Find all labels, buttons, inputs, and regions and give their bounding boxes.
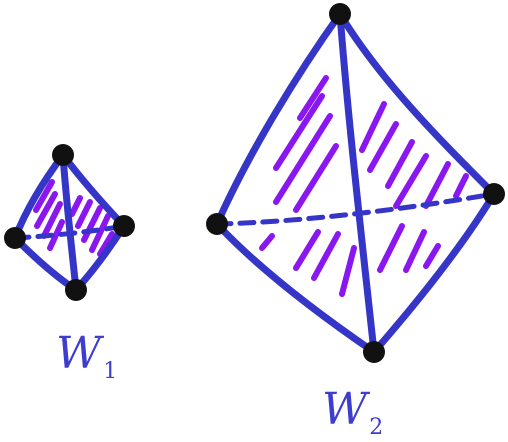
edge-back-hidden <box>12 223 127 241</box>
hatch-stroke <box>311 231 341 281</box>
vertex-left <box>4 227 26 249</box>
hatch-stroke <box>403 229 427 273</box>
hatch-stroke <box>34 191 58 229</box>
hatch-stroke <box>423 161 451 209</box>
hatch-stroke <box>75 199 93 229</box>
hatch-stroke <box>393 153 429 209</box>
large-tetrahedron <box>206 3 505 363</box>
hatch-stroke <box>423 243 441 269</box>
hatch-stroke <box>377 223 405 273</box>
edge-top-left <box>213 10 344 228</box>
label-w2-subscript: 2 <box>369 415 384 440</box>
hatch-stroke <box>41 201 63 239</box>
hatch-stroke <box>453 173 469 199</box>
label-w1: W1 <box>56 332 117 383</box>
label-w1-main: W <box>56 328 102 379</box>
hatch-stroke <box>47 219 65 251</box>
edge-top-bottom <box>336 10 378 356</box>
hatch-stroke <box>69 195 83 217</box>
edge-top-bottom <box>59 151 80 294</box>
hatch-stroke <box>89 213 111 253</box>
large-tetrahedron-edges <box>213 10 498 356</box>
vertex-bottom <box>363 341 385 363</box>
hatch-stroke <box>293 143 339 213</box>
edge-left-bottom <box>213 220 378 356</box>
edge-left-bottom <box>11 234 80 294</box>
label-w2: W2 <box>322 388 383 439</box>
vertex-bottom <box>65 279 87 301</box>
edge-right-bottom <box>370 190 498 356</box>
hatch-stroke <box>97 231 115 257</box>
hatch-stroke <box>339 245 357 297</box>
hatch-stroke <box>81 205 103 243</box>
large-tetrahedron-hatching <box>259 75 469 297</box>
hatch-stroke <box>273 113 333 205</box>
small-tetrahedron-hatching <box>33 179 115 257</box>
vertex-left <box>206 213 228 235</box>
vertex-right <box>113 215 135 237</box>
hatch-stroke <box>367 121 399 173</box>
hatch-stroke <box>33 179 55 213</box>
hatch-stroke <box>297 75 329 121</box>
hatch-stroke <box>385 139 415 189</box>
label-w1-subscript: 1 <box>103 359 118 384</box>
large-tetrahedron-vertices <box>206 3 505 363</box>
hatch-stroke <box>259 233 275 251</box>
edge-top-right <box>336 10 498 198</box>
small-tetrahedron-vertices <box>4 144 135 301</box>
label-w2-main: W <box>322 384 368 435</box>
hatch-stroke <box>273 93 325 171</box>
hatch-stroke <box>359 101 387 153</box>
small-tetrahedron <box>4 144 135 301</box>
vertex-right <box>483 183 505 205</box>
hatch-stroke <box>293 229 321 271</box>
edge-back-hidden <box>214 191 497 227</box>
vertex-top <box>52 144 74 166</box>
vertex-top <box>329 3 351 25</box>
